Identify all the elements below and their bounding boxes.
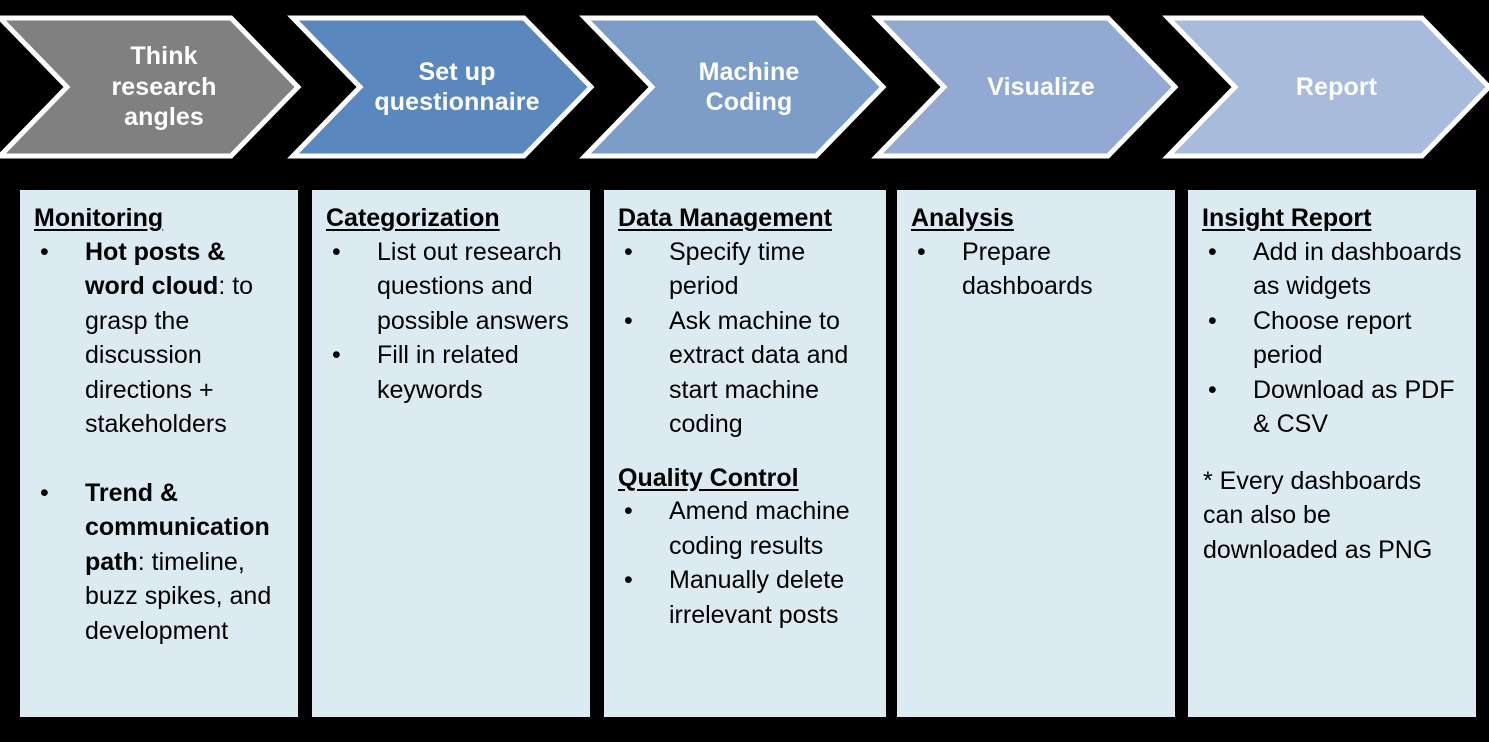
footnote-png-download: * Every dashboards can also be downloade… [1203, 466, 1433, 564]
list-item: • Add in dashboards as widgets [1202, 235, 1464, 304]
list-item-rest: Manually delete irrelevant posts [669, 566, 845, 629]
list-item-rest: : to grasp the discussion directions + s… [85, 272, 254, 438]
list-item-rest: Specify time period [669, 237, 806, 301]
spacer [618, 442, 874, 464]
chevron-shape-1 [0, 15, 302, 159]
list-item-lead: Trend & communication path [85, 478, 270, 576]
list-item: • Download as PDF & CSV [1202, 373, 1464, 442]
list-item: • Fill in related keywords [326, 338, 578, 407]
bullet-icon: • [624, 566, 633, 594]
section-heading-insight-report: Insight Report [1202, 204, 1372, 232]
detail-box-analysis: Analysis • Prepare dashboards [897, 190, 1175, 717]
bullet-list-insight-report: • Add in dashboards as widgets • Choose re… [1202, 235, 1464, 442]
chevron-polygon [871, 15, 1179, 159]
list-item: • Trend & communication path: timeline, b… [34, 476, 286, 649]
stage-chevron-visualize[interactable]: Visualize [871, 15, 1179, 159]
stage-chevron-band: Think research angles Set up questionnai… [0, 0, 1489, 172]
list-item-rest: List out research questions and possible… [377, 237, 569, 335]
detail-box-data-management: Data Management • Specify time period • As… [604, 190, 886, 717]
chevron-polygon [579, 15, 887, 159]
stage-chevron-machine-coding[interactable]: Machine Coding [579, 15, 887, 159]
chevron-shape-2 [287, 15, 595, 159]
list-item-lead: Hot posts & word cloud [85, 237, 226, 301]
list-item-rest: Download as PDF & CSV [1253, 375, 1455, 439]
bullet-icon: • [332, 341, 341, 369]
section-heading-data-management: Data Management [618, 204, 832, 232]
section-heading-wrap: Data Management [618, 204, 874, 235]
bullet-icon: • [1208, 306, 1217, 335]
stage-chevron-think-research-angles[interactable]: Think research angles [0, 15, 302, 159]
section-heading-wrap: Insight Report [1202, 204, 1464, 235]
detail-box-insight-report: Insight Report • Add in dashboards as wid… [1188, 190, 1476, 717]
list-item: • Specify time period [618, 235, 874, 304]
chevron-polygon [1162, 15, 1489, 159]
chevron-polygon [287, 15, 595, 159]
section-heading-categorization: Categorization [326, 204, 500, 232]
list-item-rest: : timeline, buzz spikes, and development [85, 547, 272, 645]
bullet-list-categorization: • List out research questions and possibl… [326, 235, 578, 408]
list-item: • Choose report period [1202, 304, 1464, 373]
stage-chevron-report[interactable]: Report [1162, 15, 1489, 159]
bullet-list-data-management: • Specify time period • Ask machine to ext… [618, 235, 874, 442]
list-item-rest: Add in dashboards as widgets [1253, 237, 1462, 301]
list-item: • Ask machine to extract data and start m… [618, 304, 874, 442]
list-item: • Hot posts & word cloud: to grasp the di… [34, 235, 286, 442]
chevron-shape-4 [871, 15, 1179, 159]
stage-detail-boxes: Monitoring • Hot posts & word cloud: to g… [0, 190, 1489, 720]
bullet-icon: • [624, 497, 633, 525]
list-item-rest: Amend machine coding results [669, 497, 850, 560]
list-item-rest: Choose report period [1253, 306, 1412, 370]
section-heading-quality-control: Quality Control [618, 463, 799, 492]
list-item-rest: Fill in related keywords [377, 341, 519, 404]
bullet-list-analysis: • Prepare dashboards [911, 235, 1163, 304]
chevron-polygon [0, 15, 302, 159]
bullet-icon: • [40, 237, 49, 266]
chevron-shape-3 [579, 15, 887, 159]
section-heading-wrap: Quality Control [618, 464, 874, 495]
stage-chevron-set-up-questionnaire[interactable]: Set up questionnaire [287, 15, 595, 159]
list-item-rest: Ask machine to extract data and start ma… [669, 306, 849, 439]
bullet-icon: • [624, 237, 633, 266]
detail-box-categorization: Categorization • List out research questi… [312, 190, 590, 717]
section-heading-wrap: Analysis [911, 204, 1163, 235]
detail-box-monitoring: Monitoring • Hot posts & word cloud: to g… [20, 190, 298, 717]
list-item: • List out research questions and possibl… [326, 235, 578, 339]
list-item: • Amend machine coding results [618, 494, 874, 563]
spacer [1202, 442, 1464, 464]
list-item: • Prepare dashboards [911, 235, 1163, 304]
bullet-list-quality-control: • Amend machine coding results • Manually … [618, 494, 874, 632]
bullet-icon: • [332, 237, 341, 266]
bullet-icon: • [1208, 237, 1217, 266]
bullet-icon: • [624, 306, 633, 335]
chevron-shape-5 [1162, 15, 1489, 159]
list-item-rest: Prepare dashboards [962, 237, 1093, 301]
section-heading-wrap: Categorization [326, 204, 578, 235]
bullet-icon: • [1208, 375, 1217, 404]
section-heading-monitoring: Monitoring [34, 204, 164, 232]
section-heading-analysis: Analysis [911, 204, 1014, 232]
bullet-list-monitoring: • Hot posts & word cloud: to grasp the di… [34, 235, 286, 442]
bullet-icon: • [40, 478, 49, 507]
section-heading-wrap: Monitoring [34, 204, 286, 235]
list-item: • Manually delete irrelevant posts [618, 563, 874, 632]
bullet-icon: • [917, 237, 926, 266]
spacer [34, 442, 286, 476]
bullet-list-monitoring-2: • Trend & communication path: timeline, b… [34, 476, 286, 649]
